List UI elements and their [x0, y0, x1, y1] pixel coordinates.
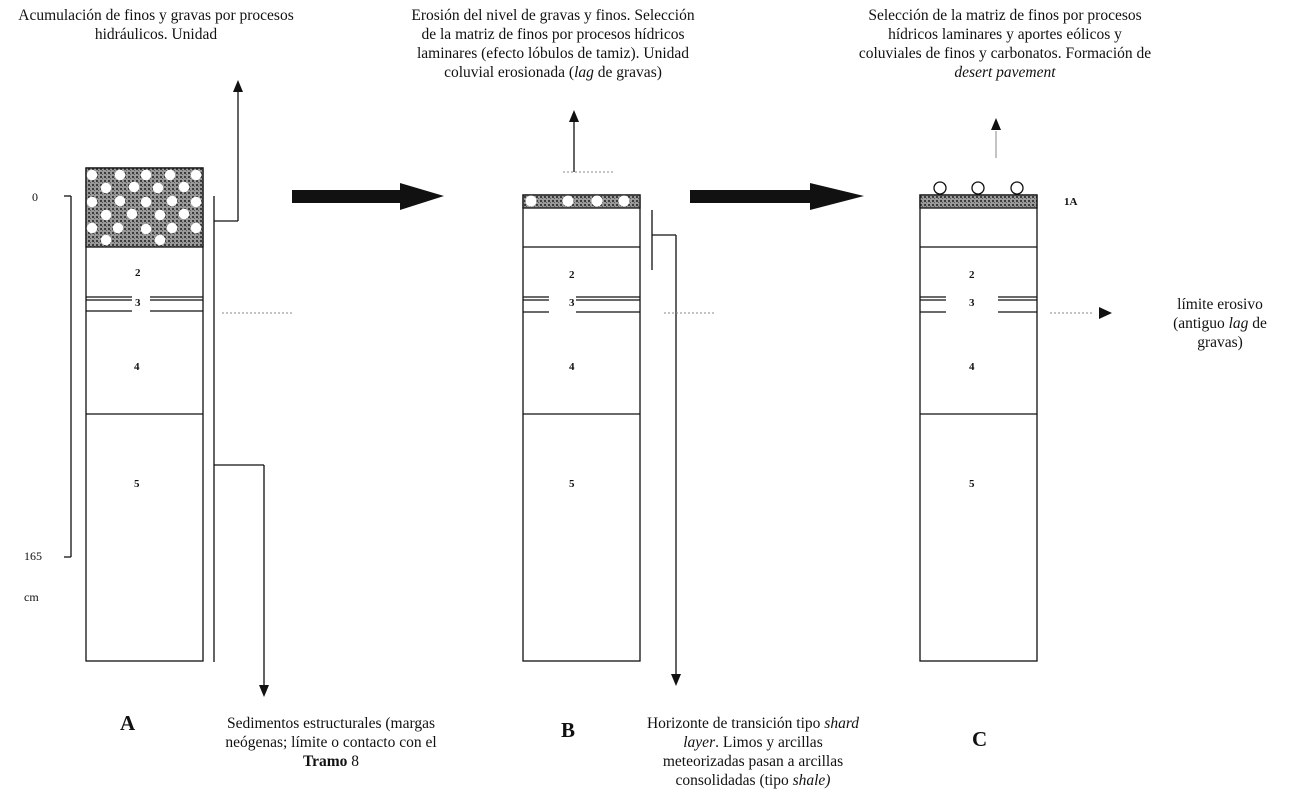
caption-a-bottom-line-2: neógenas; límite o contacto con el — [225, 734, 437, 751]
caption-b-line-4-post: de gravas) — [593, 64, 662, 81]
caption-c-right-line-2-post: de — [1248, 315, 1267, 332]
caption-a-bottom-number: 8 — [347, 753, 360, 770]
caption-b-line-1: Erosión del nivel de gravas y finos. Sel… — [411, 7, 695, 24]
column-a-title: A — [120, 711, 136, 735]
caption-b-bottom-line-2-rest: . Limos y arcillas — [715, 734, 823, 751]
caption-b-line-2: de la matriz de finos por procesos hídri… — [421, 26, 685, 43]
caption-c-line-1: Selección de la matriz de finos por proc… — [868, 7, 1142, 24]
column-b-layer-label: 4 — [569, 361, 575, 373]
column-b-layer-label: 2 — [569, 269, 575, 281]
caption-c-right: límite erosivo (antiguo lag de gravas) — [1140, 295, 1296, 352]
column-b-lag-layer — [522, 194, 641, 209]
caption-b-bottom-line-4-pre: consolidadas (tipo — [675, 772, 793, 789]
column-c-top-layer-label: 1A — [1064, 196, 1078, 208]
column-b-frame — [522, 194, 641, 662]
caption-b-bottom: Horizonte de transición tipo shard layer… — [618, 714, 888, 790]
column-c-layer-label: 4 — [969, 361, 975, 373]
scale-bottom-label: 165 — [24, 549, 42, 563]
caption-b-bottom-line-3: meteorizadas pasan a arcillas — [662, 753, 844, 770]
column-c-surface-pebbles — [933, 181, 1024, 195]
column-b-layer-label: 5 — [569, 478, 575, 490]
column-b-pebbles — [525, 195, 630, 207]
column-a-layer-label: 2 — [135, 267, 141, 279]
caption-b-line-4: coluvial erosionada (lag de gravas) — [378, 63, 728, 82]
column-a-layer-label: 3 — [135, 297, 141, 309]
caption-b-bottom-line-2-em: layer — [683, 734, 716, 751]
caption-b-top: Erosión del nivel de gravas y finos. Sel… — [378, 6, 728, 82]
caption-c-right-line-2-em: lag — [1228, 315, 1249, 332]
column-c — [919, 118, 1112, 662]
caption-b-line-4-em: lag — [574, 64, 594, 81]
column-c-title: C — [972, 727, 988, 751]
column-a-pebbles — [86, 169, 202, 246]
column-c-layer-label: 3 — [969, 297, 975, 309]
depth-scale-bracket — [64, 195, 72, 558]
big-arrow-b-c-icon — [690, 183, 864, 210]
caption-b-bottom-line-1-em: shard — [824, 715, 860, 732]
arrow-up-a-icon — [233, 80, 243, 92]
scale-unit-label: cm — [24, 590, 39, 604]
caption-a-bottom-line-3: Tramo 8 — [186, 752, 476, 771]
caption-a-bottom: Sedimentos estructurales (margas neógena… — [186, 714, 476, 771]
caption-a-top: Acumulación de finos y gravas por proces… — [18, 7, 294, 43]
column-a-layer-label: 4 — [134, 361, 140, 373]
column-c-layer-label: 5 — [969, 478, 975, 490]
column-a — [85, 80, 292, 697]
caption-c-right-line-3: gravas) — [1197, 334, 1243, 351]
caption-b-bottom-line-4-em: shale) — [792, 772, 831, 789]
arrow-up-c-icon — [991, 118, 1001, 130]
column-a-layer-label: 5 — [134, 478, 140, 490]
caption-c-right-line-1: límite erosivo — [1177, 296, 1263, 313]
caption-b-bottom-line-2: layer. Limos y arcillas — [618, 733, 888, 752]
caption-b-bottom-line-4: consolidadas (tipo shale) — [618, 771, 888, 790]
caption-c-line-4: desert pavement — [835, 63, 1175, 82]
caption-a-bottom-line-1: Sedimentos estructurales (margas — [226, 715, 436, 732]
column-b-title: B — [561, 718, 576, 742]
big-arrow-a-b-icon — [292, 183, 444, 210]
scale-top-label: 0 — [32, 190, 38, 204]
caption-c-line-2: hídricos laminares y aportes eólicos y — [888, 26, 1122, 43]
column-c-layer-label: 2 — [969, 269, 975, 281]
caption-b-bottom-line-1-pre: Horizonte de transición tipo — [646, 715, 825, 732]
arrow-down-b-icon — [671, 674, 681, 686]
caption-c-top: Selección de la matriz de finos por proc… — [835, 6, 1175, 82]
caption-a-bottom-tramo: Tramo — [302, 753, 348, 770]
caption-b-line-3: laminares (efecto lóbulos de tamiz). Uni… — [416, 45, 689, 62]
caption-c-right-line-2: (antiguo lag de — [1140, 314, 1296, 333]
arrow-right-c-icon — [1099, 307, 1112, 319]
caption-b-line-4-pre: coluvial erosionada ( — [444, 64, 575, 81]
caption-c-right-line-2-pre: (antiguo — [1173, 315, 1229, 332]
column-c-pavement-layer — [919, 194, 1038, 209]
column-c-frame — [919, 194, 1038, 662]
column-b-layer-label: 3 — [569, 297, 575, 309]
arrow-down-a-icon — [259, 685, 269, 697]
caption-b-bottom-line-1: Horizonte de transición tipo shard — [618, 714, 888, 733]
arrow-up-b-icon — [569, 110, 579, 122]
caption-c-line-4-em: desert pavement — [954, 64, 1056, 81]
column-b — [522, 110, 716, 686]
caption-c-line-3: coluviales de finos y carbonatos. Formac… — [858, 45, 1152, 62]
